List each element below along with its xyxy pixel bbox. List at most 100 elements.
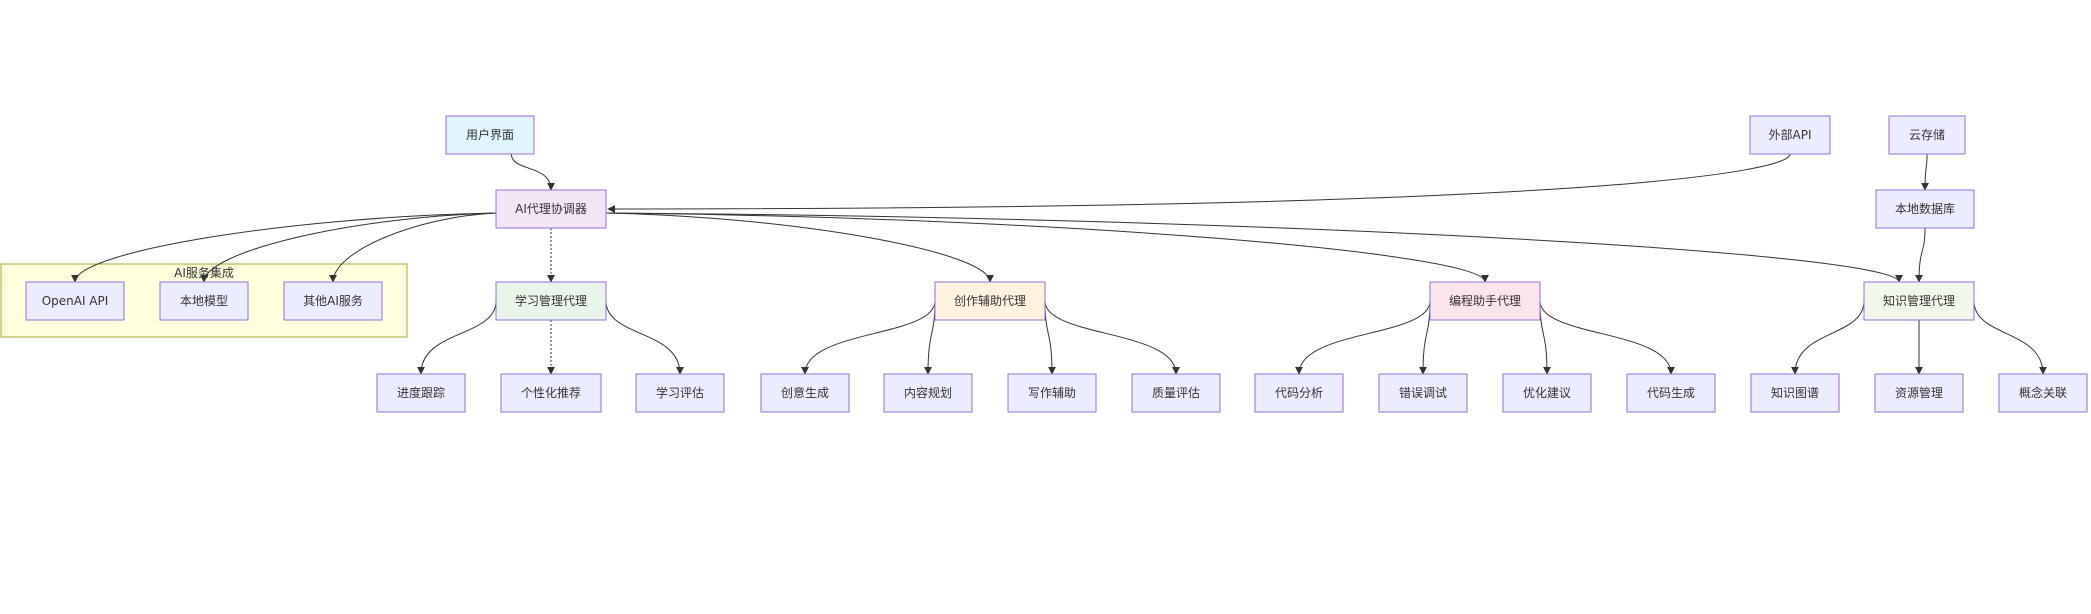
node-localm-box bbox=[159, 281, 249, 321]
node-debug: 错误调试 bbox=[1378, 373, 1468, 413]
edge-know-to-relate bbox=[1973, 300, 2047, 375]
node-optimize-label: 优化建议 bbox=[1523, 386, 1571, 400]
node-code-box bbox=[1429, 281, 1541, 321]
edge-extapi-to-coord bbox=[607, 153, 1791, 213]
node-cloud-box bbox=[1888, 115, 1966, 155]
edge-code-to-debug bbox=[1419, 300, 1431, 375]
node-quality: 质量评估 bbox=[1131, 373, 1221, 413]
edge-create-to-quality bbox=[1044, 300, 1180, 375]
node-coord-label: AI代理协调器 bbox=[515, 201, 587, 216]
edge-cloud-to-localdb bbox=[1921, 153, 1930, 191]
node-otherai-box bbox=[283, 281, 383, 321]
edge-code-to-optimize bbox=[1539, 300, 1551, 375]
node-idea-label: 创意生成 bbox=[781, 385, 829, 400]
node-optimize-box bbox=[1502, 373, 1592, 413]
node-recommend-box bbox=[500, 373, 602, 413]
node-extapi: 外部API bbox=[1749, 115, 1831, 155]
node-analyze-label: 代码分析 bbox=[1275, 386, 1323, 400]
node-optimize: 优化建议 bbox=[1502, 373, 1592, 413]
node-localm-label: 本地模型 bbox=[180, 294, 228, 308]
node-code: 编程助手代理 bbox=[1429, 281, 1541, 321]
ai-services-group-title: AI服务集成 bbox=[174, 265, 234, 280]
node-write-box bbox=[1007, 373, 1097, 413]
node-localdb: 本地数据库 bbox=[1875, 189, 1975, 229]
node-coord: AI代理协调器 bbox=[495, 189, 607, 229]
edge-coord-to-otherai bbox=[329, 212, 497, 283]
node-analyze-box bbox=[1254, 373, 1344, 413]
node-know-label: 知识管理代理 bbox=[1883, 293, 1955, 308]
edge-coord-to-openai bbox=[71, 212, 497, 283]
edge-localdb-to-know bbox=[1915, 227, 1926, 283]
node-ui-label: 用户界面 bbox=[466, 127, 514, 142]
node-cloud-label: 云存储 bbox=[1909, 127, 1945, 142]
node-plan: 内容规划 bbox=[883, 373, 973, 413]
node-relate-box bbox=[1998, 373, 2088, 413]
node-progress-label: 进度跟踪 bbox=[397, 385, 445, 400]
edge-learn-to-assess bbox=[605, 300, 684, 375]
node-assess: 学习评估 bbox=[635, 373, 725, 413]
edge-code-to-gencode bbox=[1539, 300, 1675, 375]
node-graph: 知识图谱 bbox=[1750, 373, 1840, 413]
node-plan-box bbox=[883, 373, 973, 413]
node-gencode-box bbox=[1626, 373, 1716, 413]
node-debug-label: 错误调试 bbox=[1399, 385, 1447, 400]
node-recommend-label: 个性化推荐 bbox=[521, 386, 581, 400]
node-localdb-label: 本地数据库 bbox=[1895, 201, 1955, 216]
node-quality-box bbox=[1131, 373, 1221, 413]
node-analyze: 代码分析 bbox=[1254, 373, 1344, 413]
edge-coord-to-create bbox=[605, 212, 994, 283]
node-relate: 概念关联 bbox=[1998, 373, 2088, 413]
node-extapi-box bbox=[1749, 115, 1831, 155]
node-idea: 创意生成 bbox=[760, 373, 850, 413]
edge-coord-to-know bbox=[605, 212, 1903, 283]
node-write-label: 写作辅助 bbox=[1028, 386, 1076, 400]
node-resource-box bbox=[1874, 373, 1964, 413]
node-openai: OpenAI API bbox=[25, 281, 125, 321]
edge-code-to-analyze bbox=[1295, 300, 1431, 375]
node-openai-box bbox=[25, 281, 125, 321]
node-debug-box bbox=[1378, 373, 1468, 413]
node-otherai: 其他AI服务 bbox=[283, 281, 383, 321]
node-learn-label: 学习管理代理 bbox=[515, 293, 587, 308]
node-resource: 资源管理 bbox=[1874, 373, 1964, 413]
node-ui-box bbox=[445, 115, 535, 155]
node-localdb-box bbox=[1875, 189, 1975, 229]
node-idea-box bbox=[760, 373, 850, 413]
node-openai-label: OpenAI API bbox=[42, 294, 109, 308]
node-coord-box bbox=[495, 189, 607, 229]
node-learn-box bbox=[495, 281, 607, 321]
node-progress-box bbox=[376, 373, 466, 413]
node-ui: 用户界面 bbox=[445, 115, 535, 155]
node-graph-label: 知识图谱 bbox=[1771, 386, 1819, 400]
node-resource-label: 资源管理 bbox=[1895, 385, 1943, 400]
node-extapi-label: 外部API bbox=[1769, 127, 1812, 142]
edge-coord-to-code bbox=[605, 212, 1489, 283]
node-graph-box bbox=[1750, 373, 1840, 413]
node-assess-label: 学习评估 bbox=[656, 385, 704, 400]
node-create-label: 创作辅助代理 bbox=[954, 294, 1026, 308]
edge-learn-to-progress bbox=[417, 300, 497, 375]
node-know-box bbox=[1863, 281, 1975, 321]
node-cloud: 云存储 bbox=[1888, 115, 1966, 155]
edge-create-to-write bbox=[1044, 300, 1056, 375]
node-assess-box bbox=[635, 373, 725, 413]
node-create-box bbox=[934, 281, 1046, 321]
node-know: 知识管理代理 bbox=[1863, 281, 1975, 321]
node-progress: 进度跟踪 bbox=[376, 373, 466, 413]
node-plan-label: 内容规划 bbox=[904, 385, 952, 400]
node-learn: 学习管理代理 bbox=[495, 281, 607, 321]
edge-create-to-plan bbox=[924, 300, 936, 375]
node-quality-label: 质量评估 bbox=[1152, 386, 1200, 400]
node-write: 写作辅助 bbox=[1007, 373, 1097, 413]
node-relate-label: 概念关联 bbox=[2019, 385, 2067, 400]
edge-know-to-graph bbox=[1791, 300, 1865, 375]
node-recommend: 个性化推荐 bbox=[500, 373, 602, 413]
node-code-label: 编程助手代理 bbox=[1449, 293, 1521, 308]
edge-create-to-idea bbox=[801, 300, 936, 375]
edge-ui-to-coord bbox=[510, 153, 555, 191]
node-localm: 本地模型 bbox=[159, 281, 249, 321]
edge-coord-to-localm bbox=[200, 212, 497, 283]
node-create: 创作辅助代理 bbox=[934, 281, 1046, 321]
